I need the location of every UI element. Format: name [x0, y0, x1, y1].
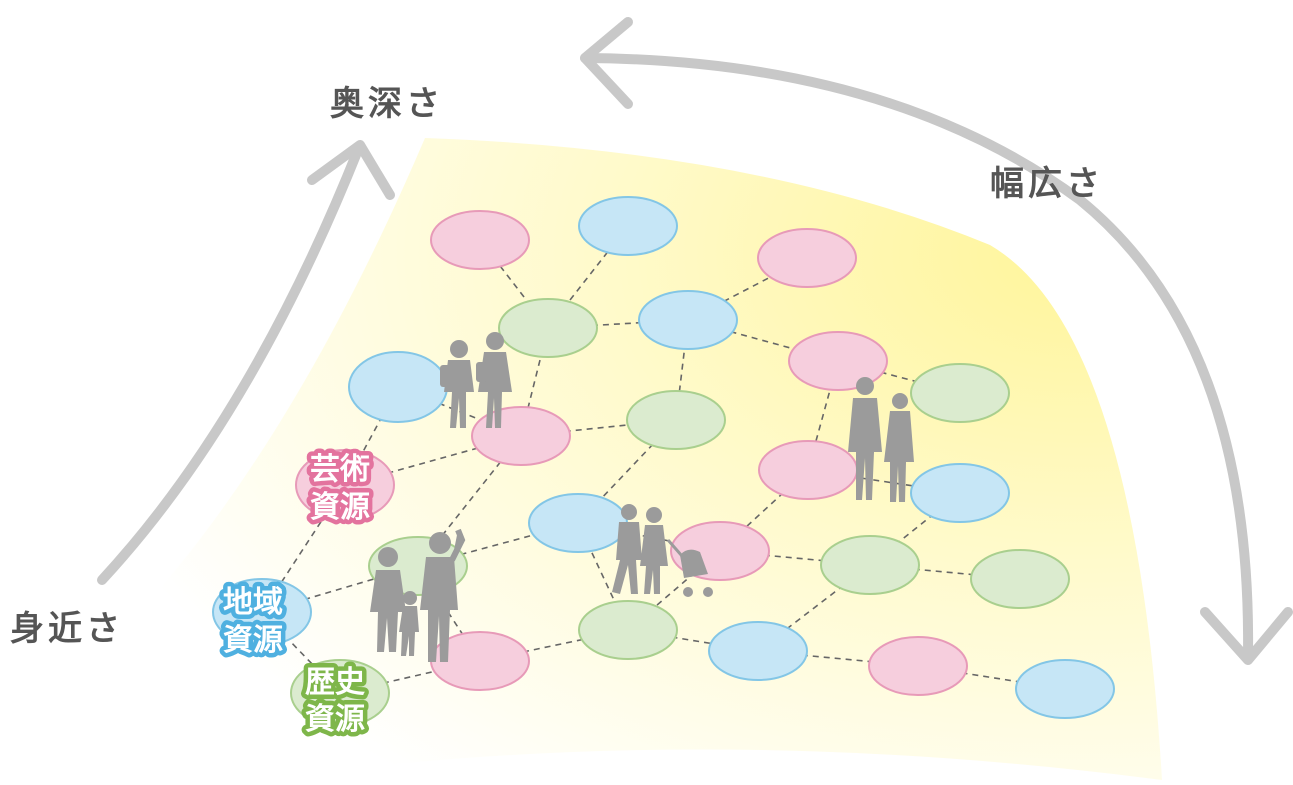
history-resource-node — [578, 600, 678, 660]
regional-resource-node — [638, 290, 738, 350]
regional-resource-node — [708, 621, 808, 681]
breadth-arrow — [580, 17, 1293, 665]
art-resource-node — [757, 228, 857, 288]
history-resource-legend: 歴史 資源 — [301, 661, 370, 742]
history-resource-node — [970, 549, 1070, 609]
art-resource-node — [788, 331, 888, 391]
art-resource-node — [430, 210, 530, 270]
regional-resource-legend: 地域 資源 — [219, 581, 288, 663]
depth-axis-label: 奥深さ — [330, 84, 444, 124]
regional-resource-node — [348, 351, 448, 423]
regional-resource-label-line1: 地域 — [223, 585, 283, 620]
art-resource-legend: 芸術 資源 — [306, 448, 375, 530]
art-resource-label-line2: 資源 — [310, 490, 370, 525]
history-resource-node — [290, 659, 390, 727]
regional-resource-node — [528, 493, 628, 553]
family-with-stroller-icon — [612, 504, 713, 597]
art-resource-label-line1: 芸術 — [310, 452, 370, 487]
history-resource-node — [498, 298, 598, 358]
depth-arrow — [97, 140, 395, 585]
regional-resource-node — [578, 196, 678, 256]
history-resource-label-line2: 資源 — [305, 702, 365, 737]
regional-resource-node — [910, 463, 1010, 523]
breadth-axis-label: 幅広さ — [990, 164, 1104, 204]
proximity-axis-label: 身近さ — [10, 609, 124, 649]
parents-with-child-icon — [370, 528, 466, 662]
regional-resource-node — [212, 578, 312, 646]
art-resource-node — [868, 636, 968, 696]
art-resource-node — [295, 449, 395, 521]
history-resource-node — [910, 363, 1010, 423]
regional-resource-label-line2: 資源 — [223, 623, 283, 658]
regional-resource-node — [1015, 659, 1115, 719]
art-resource-node — [758, 440, 858, 500]
history-resource-label-line1: 歴史 — [305, 665, 365, 700]
history-resource-node — [626, 390, 726, 450]
history-resource-node — [820, 535, 920, 595]
business-people-silhouettes-icon — [848, 377, 914, 502]
student-silhouettes-icon — [440, 332, 512, 428]
